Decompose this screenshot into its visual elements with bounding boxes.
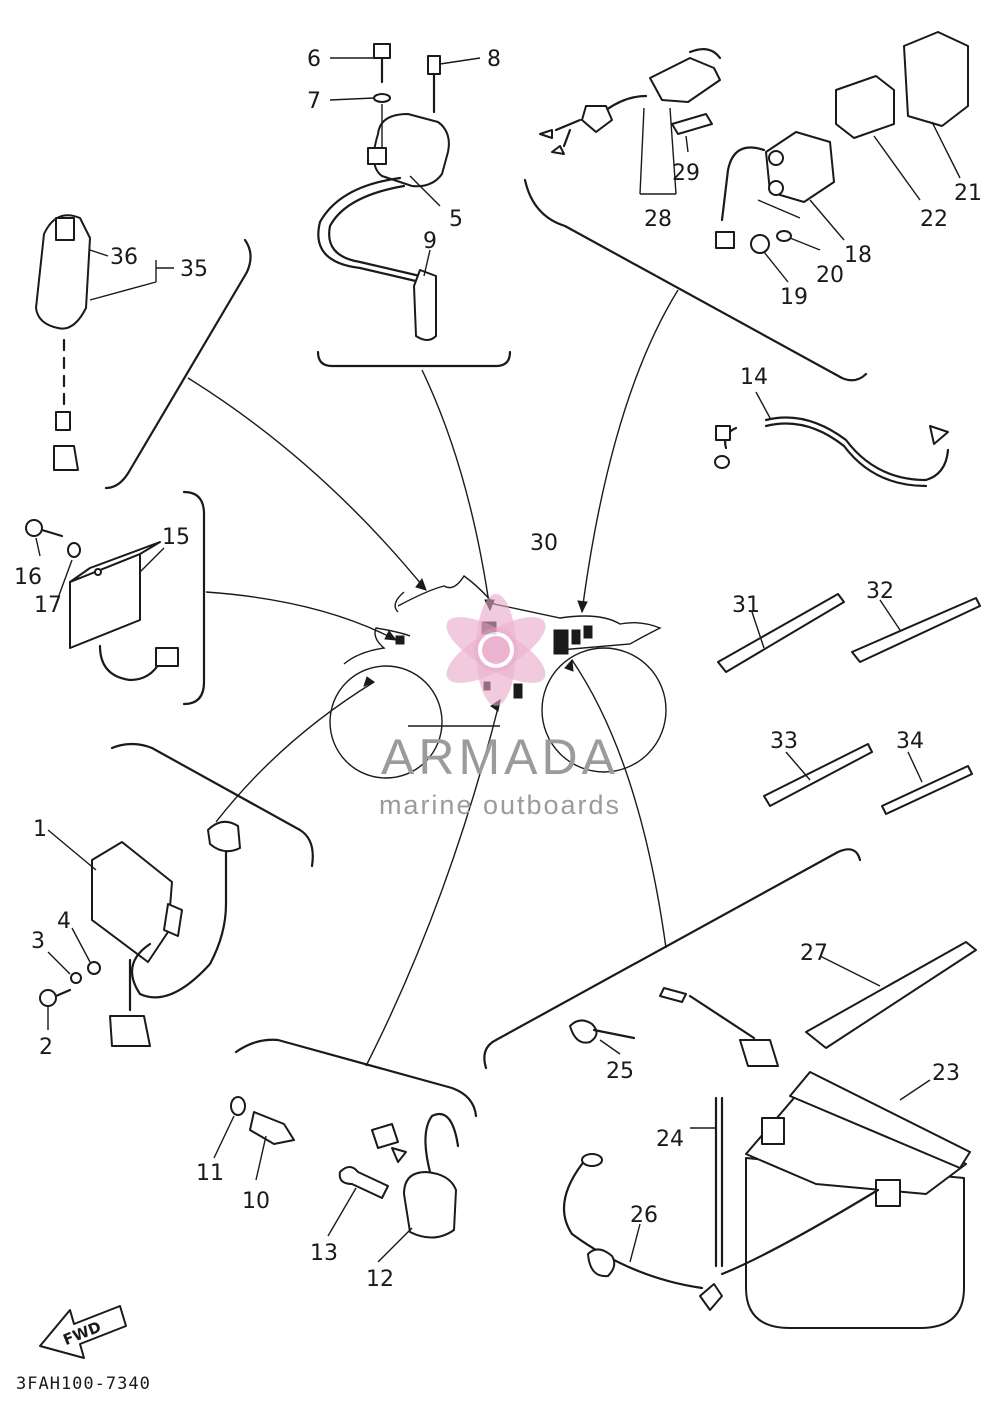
callout-leaders-relay xyxy=(757,121,961,283)
callout-9: 9 xyxy=(423,229,437,254)
callout-31: 31 xyxy=(732,593,760,618)
callout-leaders-fuse xyxy=(639,107,689,195)
leader-lines xyxy=(187,289,679,1067)
callout-30: 30 xyxy=(530,531,558,556)
callout-11: 11 xyxy=(196,1161,224,1186)
callout-35: 35 xyxy=(180,257,208,282)
watermark-logo xyxy=(446,594,546,706)
callout-12: 12 xyxy=(366,1267,394,1292)
callout-leaders-bands xyxy=(751,599,923,783)
callout-4: 4 xyxy=(57,909,71,934)
callout-21: 21 xyxy=(954,181,982,206)
callout-3: 3 xyxy=(31,929,45,954)
cable-bands xyxy=(717,593,981,815)
callout-26: 26 xyxy=(630,1203,658,1228)
ignition-coil xyxy=(317,43,450,341)
callout-leaders-switch-2 xyxy=(213,1115,413,1263)
callout-13: 13 xyxy=(310,1241,338,1266)
callout-17: 17 xyxy=(34,593,62,618)
callout-28: 28 xyxy=(644,207,672,232)
callout-29: 29 xyxy=(672,161,700,186)
callout-leaders-top xyxy=(329,57,481,277)
watermark-tagline: marine outboards xyxy=(379,790,621,820)
battery xyxy=(562,941,977,1329)
callout-leaders-battery xyxy=(599,955,931,1263)
callout-15: 15 xyxy=(162,525,190,550)
lead-wire xyxy=(714,416,950,488)
group-brackets xyxy=(104,178,868,1118)
neutral-switch xyxy=(230,1096,460,1239)
callout-25: 25 xyxy=(606,1059,634,1084)
callout-6: 6 xyxy=(307,47,321,72)
callout-16: 16 xyxy=(14,565,42,590)
fuse-holder xyxy=(539,47,722,155)
callout-5: 5 xyxy=(449,207,463,232)
callout-10: 10 xyxy=(242,1189,270,1214)
callout-7: 7 xyxy=(307,89,321,114)
callout-32: 32 xyxy=(866,579,894,604)
callout-24: 24 xyxy=(656,1127,684,1152)
callout-20: 20 xyxy=(816,263,844,288)
callout-2: 2 xyxy=(39,1035,53,1060)
callout-34: 34 xyxy=(896,729,924,754)
diagram-code: 3FAH100-7340 xyxy=(16,1374,151,1394)
arrowheads xyxy=(363,577,588,712)
callout-19: 19 xyxy=(780,285,808,310)
callout-14: 14 xyxy=(740,365,768,390)
callout-1: 1 xyxy=(33,817,47,842)
callout-leaders-switch xyxy=(89,249,174,301)
callout-18: 18 xyxy=(844,243,872,268)
leader-14 xyxy=(755,391,771,419)
rectifier xyxy=(25,519,179,682)
callout-leaders-cdi xyxy=(47,829,97,1030)
forward-arrow-icon: FWD xyxy=(39,1305,127,1359)
callout-36: 36 xyxy=(110,245,138,270)
callout-33: 33 xyxy=(770,729,798,754)
callout-27: 27 xyxy=(800,941,828,966)
callout-23: 23 xyxy=(932,1061,960,1086)
watermark-brand: ARMADA xyxy=(381,729,619,785)
callout-leaders-rect xyxy=(35,537,165,599)
cdi-unit xyxy=(39,820,241,1047)
starter-relay xyxy=(715,31,969,254)
callout-22: 22 xyxy=(920,207,948,232)
callout-numbers: 6 7 8 5 9 29 28 21 22 18 20 19 36 35 14 … xyxy=(14,47,982,1292)
callout-8: 8 xyxy=(487,47,501,72)
main-switch xyxy=(35,214,91,471)
